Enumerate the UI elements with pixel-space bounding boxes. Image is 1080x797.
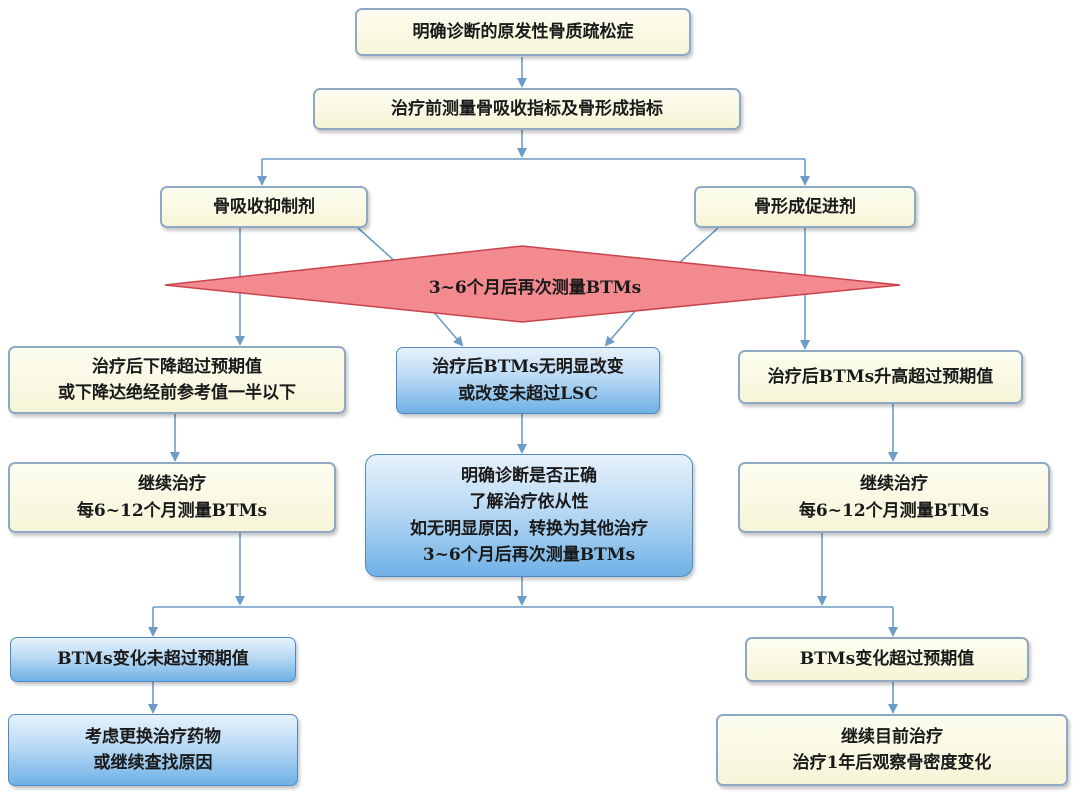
- arrow-diamond-to-mid-left: [431, 309, 464, 347]
- increase-exceeds-box: 治疗后BTMs升高超过预期值: [738, 350, 1023, 404]
- left-continue-box: 继续治疗 每6~12个月测量BTMs: [8, 462, 336, 533]
- change-drug-box: 考虑更换治疗药物 或继续查找原因: [8, 714, 298, 786]
- verify-diagnosis-box: 明确诊断是否正确 了解治疗依从性 如无明显原因，转换为其他治疗 3~6个月后再次…: [365, 454, 693, 577]
- pretreatment-measure-box: 治疗前测量骨吸收指标及骨形成指标: [313, 88, 741, 130]
- no-change-box: 治疗后BTMs无明显改变 或改变未超过LSC: [396, 347, 660, 414]
- remeasure-label: 3~6个月后再次测量BTMs: [428, 277, 642, 298]
- decrease-exceeds-box: 治疗后下降超过预期值 或下降达绝经前参考值一半以下: [8, 346, 346, 414]
- line-formation-to-diamond: [677, 227, 719, 265]
- arrow-diamond-to-mid-right: [604, 309, 637, 347]
- resorption-inhibitor-box: 骨吸收抑制剂: [160, 186, 368, 228]
- keep-current-box: 继续目前治疗 治疗1年后观察骨密度变化: [716, 714, 1068, 786]
- formation-promoter-box: 骨形成促进剂: [694, 186, 916, 228]
- change-not-exceed-box: BTMs变化未超过预期值: [10, 637, 296, 682]
- diagnosis-box: 明确诊断的原发性骨质疏松症: [355, 8, 691, 56]
- remeasure-diamond: [164, 245, 901, 323]
- right-continue-box: 继续治疗 每6~12个月测量BTMs: [738, 462, 1050, 533]
- line-resorption-to-diamond: [357, 227, 399, 265]
- change-exceed-box: BTMs变化超过预期值: [745, 637, 1029, 682]
